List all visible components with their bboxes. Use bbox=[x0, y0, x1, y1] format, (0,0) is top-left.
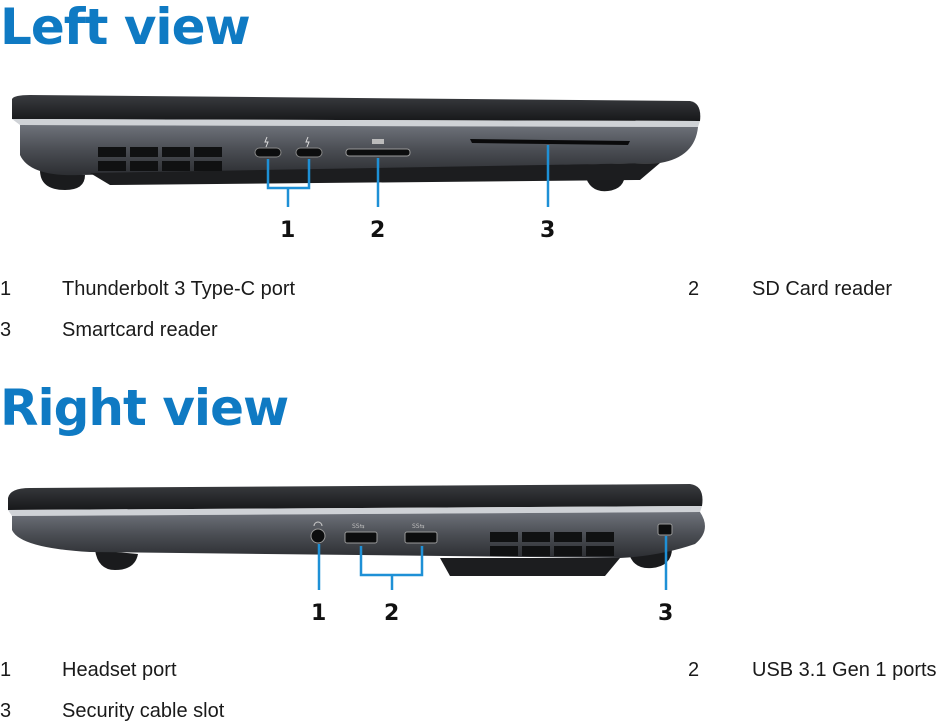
smartcard-slot-icon bbox=[470, 139, 630, 145]
right-view-illustration: SS⇆ SS⇆ 1 2 3 bbox=[8, 484, 705, 626]
lock-slot-icon bbox=[657, 523, 673, 536]
svg-text:SS⇆: SS⇆ bbox=[412, 523, 425, 530]
legend-number: 2 bbox=[688, 278, 700, 300]
callout-number: 2 bbox=[370, 218, 385, 243]
legend-number: 1 bbox=[0, 659, 12, 681]
legend-label: SD Card reader bbox=[752, 278, 893, 300]
legend-label: USB 3.1 Gen 1 ports bbox=[752, 659, 937, 681]
callout-lines bbox=[266, 145, 550, 207]
legend-label: Smartcard reader bbox=[62, 319, 218, 341]
legend-number: 1 bbox=[0, 278, 12, 300]
legend-number: 3 bbox=[0, 700, 12, 722]
legend-label: Headset port bbox=[62, 659, 177, 681]
callout-number: 1 bbox=[280, 218, 295, 243]
thunderbolt-port-icon bbox=[254, 136, 323, 158]
legend-label: Security cable slot bbox=[62, 700, 225, 722]
vent-grille bbox=[98, 147, 222, 171]
svg-text:SS⇆: SS⇆ bbox=[352, 523, 365, 530]
legend-number: 3 bbox=[0, 319, 12, 341]
left-view-illustration: 1 2 3 bbox=[12, 95, 701, 243]
left-view-heading: Left view bbox=[0, 0, 251, 56]
laptop-chassis bbox=[8, 484, 705, 576]
legend-number: 2 bbox=[688, 659, 700, 681]
sd-card-slot-icon bbox=[345, 139, 411, 157]
callout-number: 1 bbox=[311, 601, 326, 626]
usb-port-icon: SS⇆ SS⇆ bbox=[344, 523, 438, 544]
callout-number: 3 bbox=[540, 218, 555, 243]
callout-number: 3 bbox=[658, 601, 673, 626]
callout-lines bbox=[317, 536, 668, 590]
callout-number: 2 bbox=[384, 601, 399, 626]
right-view-heading: Right view bbox=[0, 379, 289, 437]
vent-grille bbox=[490, 532, 614, 556]
headset-port-icon bbox=[310, 521, 326, 544]
legend-label: Thunderbolt 3 Type-C port bbox=[62, 278, 296, 300]
